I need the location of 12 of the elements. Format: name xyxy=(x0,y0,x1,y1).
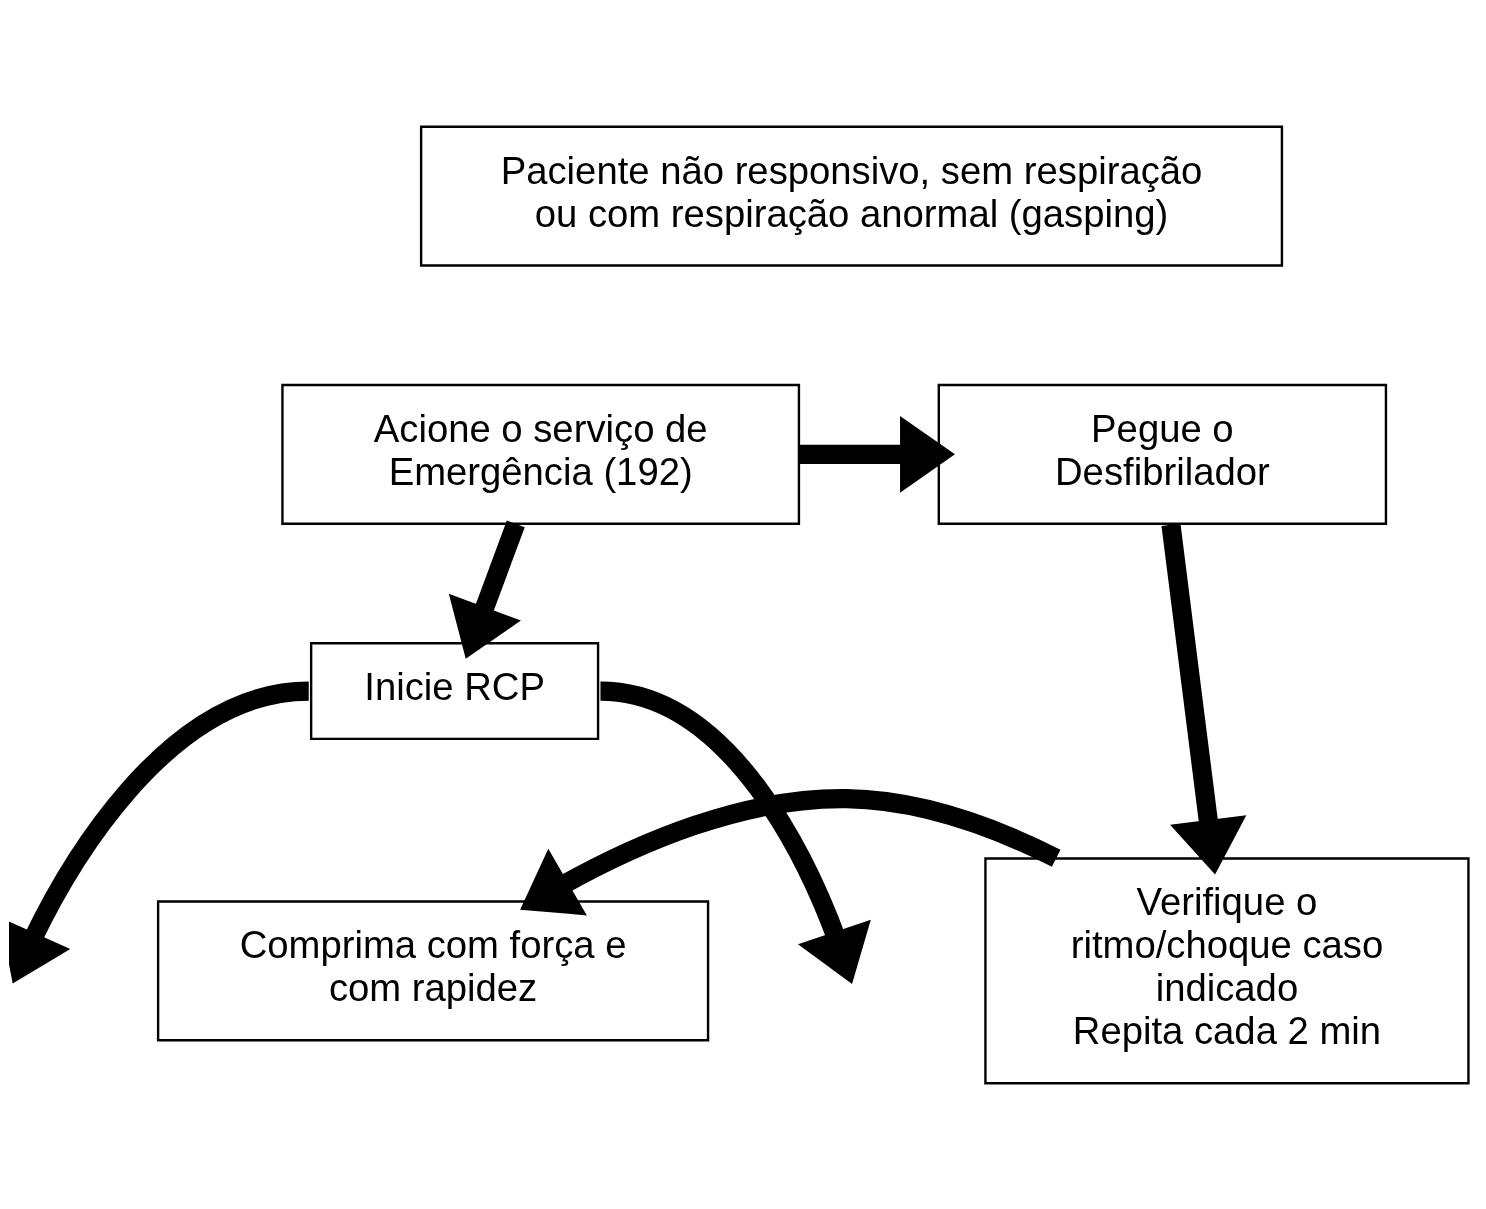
node-box: Paciente não responsivo, sem respiração ou com respiração anormal (gasping) xyxy=(419,125,1283,267)
arrow xyxy=(598,681,871,984)
node-box: Inicie RCP xyxy=(309,641,599,740)
node-box: Verifique o ritmo/choque caso indicado Repita cada 2 min xyxy=(983,856,1470,1084)
node-box: Acione o serviço de Emergência (192) xyxy=(280,383,800,525)
arrow xyxy=(798,415,955,493)
node-box: Pegue o Desfibrilador xyxy=(937,383,1387,525)
arrow xyxy=(8,681,310,983)
arrow xyxy=(1160,523,1246,875)
arrow xyxy=(448,520,525,659)
node-box: Comprima com força e com rapidez xyxy=(156,899,709,1041)
arrow xyxy=(519,788,1060,915)
